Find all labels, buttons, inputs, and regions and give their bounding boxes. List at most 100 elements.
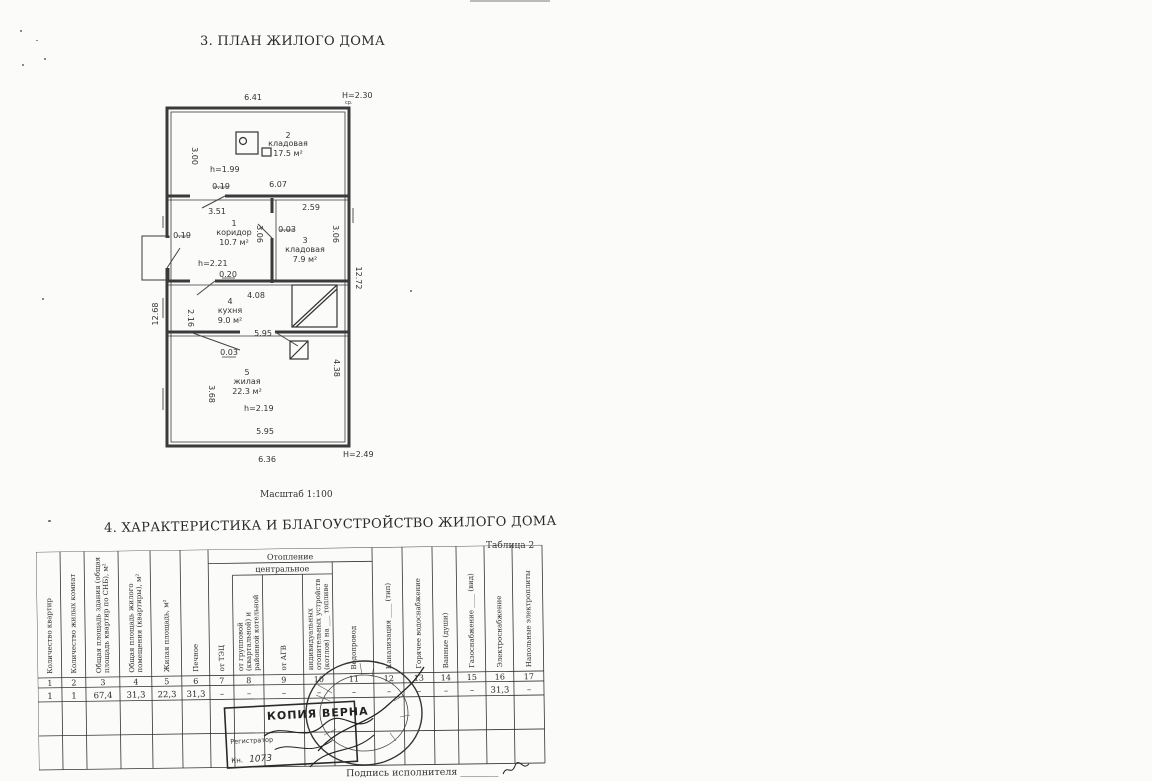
dim-019b: 0.19 [173,231,191,240]
table-col-number: 3 [100,678,105,687]
room-5-name: жилая [233,377,260,386]
room-4-num: 4 [227,297,232,306]
table-header-cell: отопительных устройств [314,579,323,670]
scan-speck [44,58,46,60]
table-header-cell: Общая площадь здания (общая [94,556,104,673]
scan-edge [470,0,550,2]
table-col-number: 14 [441,673,451,682]
dim-bottom: 6.36 [258,455,276,464]
header-group-central: центральное [255,564,309,574]
table-header-cell: Горячее водоснабжение [414,578,423,669]
scan-speck [22,64,24,66]
table-header-cell: Напольные электроплиты [524,570,533,667]
table-col-number: 11 [349,675,359,684]
table-data-cell: – [317,688,321,698]
dim-h-top: Н=2.30 [342,91,373,100]
room-4-name: кухня [218,306,243,315]
scan-speck [20,30,22,32]
table-data-cell: 67,4 [93,691,112,701]
dim-306b: 3.06 [331,225,340,243]
room-3-name: кладовая [285,245,325,254]
copy-stamp: КОПИЯ ВЕРНА Регистратор Кн. 1073 [222,698,385,772]
table-col-number: 6 [193,677,198,686]
dim-right-total: 12.72 [354,267,363,290]
table-data-cell: 22,3 [157,690,176,700]
table-col-number: 8 [246,676,251,685]
table-header-cell: Ванные (души) [441,612,450,668]
signature-label: Подпись исполнителя [345,766,458,780]
stamp-registrator: Регистратор [230,736,273,746]
room-2-num: 2 [285,131,290,140]
table-header-cell: Газоснабжение ____ (вид) [467,573,476,668]
table-data-cell: – [417,687,421,697]
room-2-area: 17.5 м² [273,149,303,158]
stamp-copy: КОПИЯ ВЕРНА [267,705,369,723]
dim-003a: 0.03 [278,225,296,234]
room-5-num: 5 [244,368,249,377]
table-col-number: 7 [219,676,224,685]
table-col-number: 13 [414,674,424,683]
room-1-name: коридор [216,228,252,237]
room-1-area: 10.7 м² [219,238,249,247]
table-header-cell: (котлов) на ___ топливе [322,583,331,670]
scan-speck [410,290,412,292]
room-4-area: 9.0 м² [218,316,243,325]
dim-left-storage: 3.00 [190,147,199,165]
plan-title: 3. ПЛАН ЖИЛОГО ДОМА [200,34,385,49]
table-data-cell: – [247,689,251,699]
dim-216: 2.16 [186,309,195,327]
scan-speck [48,520,51,522]
table-col-number: 16 [495,672,505,681]
table-header-cell: (квартальной) и [244,611,253,671]
dim-h-corr: h=2.21 [198,259,228,268]
dim-003b: 0.03 [220,348,238,357]
signature-line: ________ [460,766,499,778]
room-1-num: 1 [231,219,236,228]
table-data-cell: 1 [71,691,77,701]
room-3-num: 3 [302,236,307,245]
dim-h-bottom: Н=2.49 [343,450,374,459]
round-seal [300,655,428,773]
table-header-cell: Канализация ____ (тип) [384,583,393,670]
table-data-cell: 31,3 [186,690,205,700]
header-group-heating: Отопление [267,552,314,562]
dim-019a: 0.19 [212,182,230,191]
table-data-cell: – [220,689,224,699]
table-header-cell: Электроснабжение [495,596,504,668]
table-header-cell: Общая площадь жилого [127,583,136,672]
table-data-cell: 31,3 [490,685,509,695]
dim-351: 3.51 [208,207,226,216]
stamp-kn: Кн. [231,756,243,765]
table-col-number: 4 [133,678,138,687]
room-3-area: 7.9 м² [293,255,318,264]
table-col-number: 2 [71,678,76,687]
dim-306a: 3.06 [255,225,264,243]
table-header-cell: помещения (квартиры), м² [135,574,144,673]
floor-plan: 6.41 Н=2.30 ср. 3.00 h=1.99 0.19 6.07 3.… [130,88,390,473]
dim-h-living: h=2.19 [244,404,274,413]
table-header-cell: площадь квартир по СНБ), м² [102,563,112,673]
dim-left-total: 12.68 [151,303,160,326]
table-col-number: 1 [47,679,52,688]
dim-438: 4.38 [332,359,341,377]
table-data-cell: – [352,688,356,698]
stamp-kn-value: 1073 [249,754,273,765]
dim-h-storage: h=1.99 [210,165,240,174]
table-header-cell: Водопровод [350,625,359,670]
dim-595a: 5.95 [254,329,272,338]
table-header-cell: Печное [192,644,200,672]
table-header-cell: районной котельной [252,594,261,671]
dim-607: 6.07 [269,180,287,189]
table-header-cell: Жилая площадь, м² [162,599,171,672]
room-2-name: кладовая [268,139,308,148]
table-col-number: 17 [524,672,534,681]
table-data-cell: – [527,685,531,695]
dim-h-top-sub: ср. [345,100,353,106]
scan-speck [36,40,38,41]
executor-signature: Подпись исполнителя ________ [345,761,532,780]
table-header-cell: от ТЭЦ [218,645,226,672]
scan-speck [42,298,44,300]
table-col-number: 15 [467,673,477,682]
table-label: Таблица 2 [486,541,535,551]
